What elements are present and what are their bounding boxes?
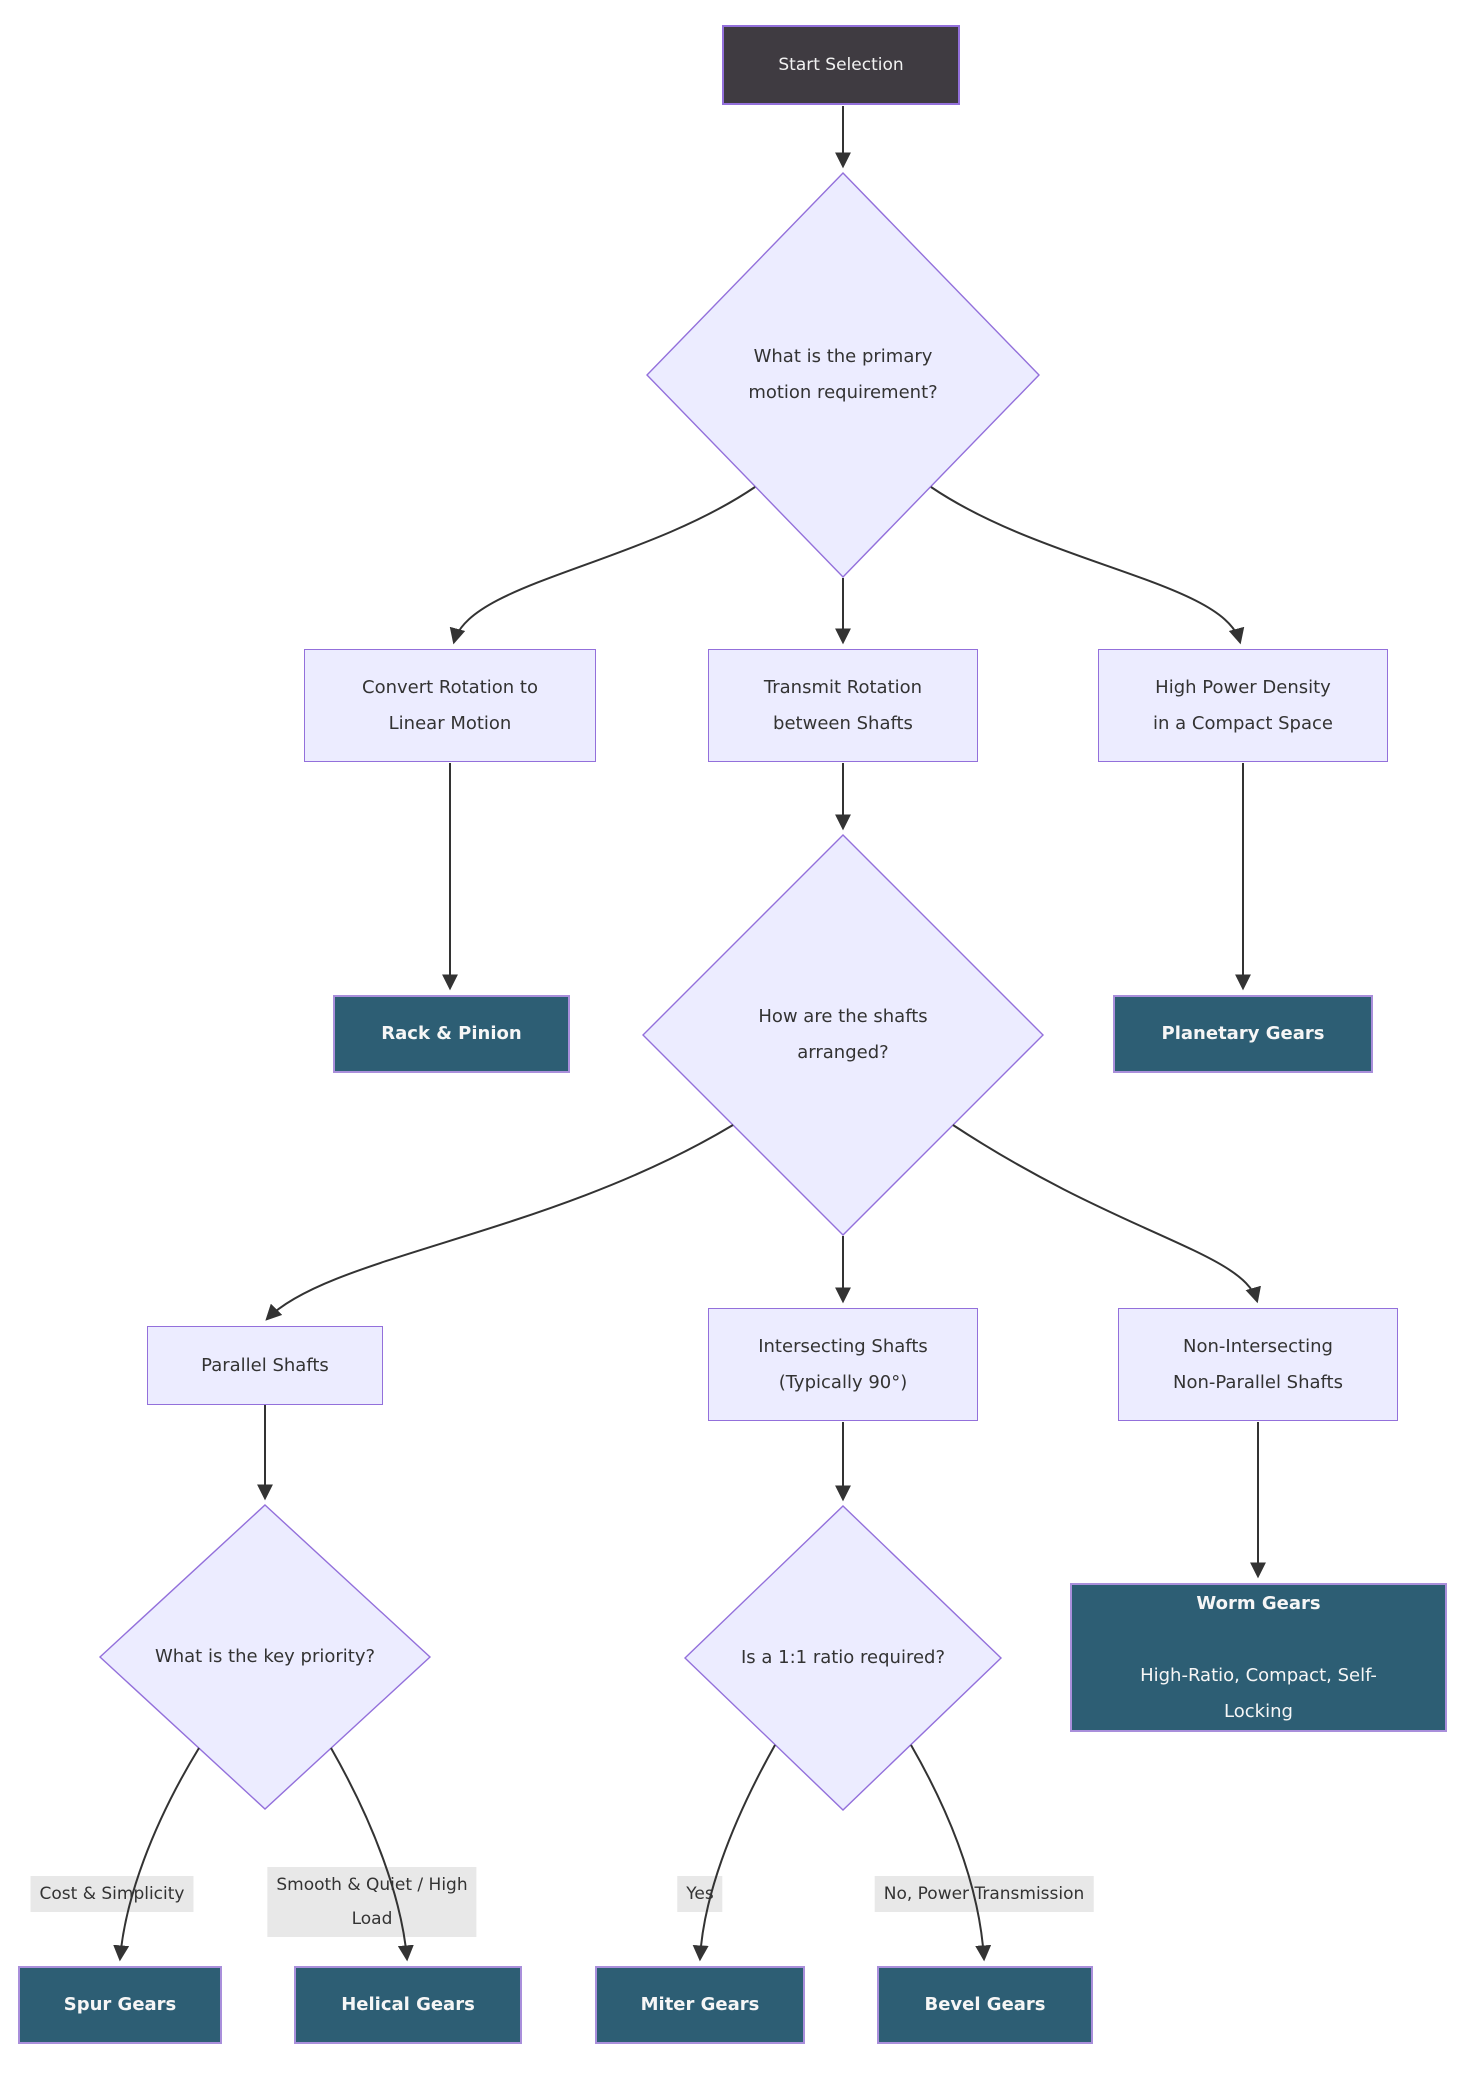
edge-q-shafts-to-parallel — [265, 1124, 734, 1321]
node-parallel-shafts-label: Parallel Shafts — [201, 1354, 329, 1376]
node-parallel-shafts: Parallel Shafts — [147, 1326, 383, 1405]
node-intersecting-shafts: Intersecting Shafts (Typically 90°) — [708, 1308, 978, 1421]
edge-q-ratio-to-bevel — [910, 1744, 992, 1962]
decision-priority-diamond — [98, 1504, 432, 1810]
node-convert-rotation: Convert Rotation to Linear Motion — [304, 649, 596, 762]
node-rack-pinion: Rack & Pinion — [333, 995, 570, 1073]
node-worm-gears-subtitle: High-Ratio, Compact, Self- Locking — [1140, 1664, 1377, 1722]
edge-q-ratio-to-miter — [692, 1744, 776, 1962]
decision-shafts-label-box: How are the shafts arranged? — [703, 975, 983, 1095]
edge-label-no-power: No, Power Transmission — [874, 1876, 1094, 1912]
node-rack-pinion-label: Rack & Pinion — [381, 1023, 522, 1044]
decision-ratio-label-box: Is a 1:1 ratio required? — [693, 1628, 993, 1688]
node-miter-gears-label: Miter Gears — [640, 1994, 760, 2015]
edge-q-priority-to-spur — [113, 1747, 200, 1962]
node-high-power-density-label: High Power Density in a Compact Space — [1153, 676, 1333, 734]
node-bevel-gears: Bevel Gears — [877, 1966, 1093, 2044]
edge-label-yes: Yes — [677, 1876, 723, 1912]
node-convert-rotation-label: Convert Rotation to Linear Motion — [362, 676, 538, 734]
node-spur-gears-label: Spur Gears — [63, 1994, 177, 2015]
edge-label-smooth-quiet: Smooth & Quiet / High Load — [267, 1867, 477, 1937]
node-worm-gears-title: Worm Gears — [1196, 1592, 1321, 1614]
decision-motion-label: What is the primary motion requirement? — [748, 346, 938, 403]
decision-shafts-diamond — [642, 834, 1044, 1236]
decision-motion-diamond — [646, 171, 1040, 579]
node-non-intersecting-shafts: Non-Intersecting Non-Parallel Shafts — [1118, 1308, 1398, 1421]
node-miter-gears: Miter Gears — [595, 1966, 805, 2044]
decision-motion-label-box: What is the primary motion requirement? — [703, 315, 983, 435]
node-worm-gears: Worm Gears High-Ratio, Compact, Self- Lo… — [1070, 1583, 1447, 1732]
node-bevel-gears-label: Bevel Gears — [924, 1994, 1046, 2015]
node-intersecting-shafts-label: Intersecting Shafts (Typically 90°) — [758, 1335, 928, 1393]
node-helical-gears: Helical Gears — [294, 1966, 522, 2044]
decision-ratio-diamond — [683, 1505, 1003, 1811]
node-planetary-gears: Planetary Gears — [1113, 995, 1373, 1073]
decision-priority-label-box: What is the key priority? — [115, 1627, 415, 1687]
node-transmit-rotation-label: Transmit Rotation between Shafts — [763, 676, 923, 734]
edge-q-shafts-to-non-intersecting — [952, 1124, 1261, 1304]
node-start-selection-label: Start Selection — [778, 55, 904, 75]
node-high-power-density: High Power Density in a Compact Space — [1098, 649, 1388, 762]
node-transmit-rotation: Transmit Rotation between Shafts — [708, 649, 978, 762]
decision-shafts-label: How are the shafts arranged? — [758, 1006, 928, 1063]
decision-priority-label: What is the key priority? — [154, 1646, 376, 1667]
node-start-selection: Start Selection — [722, 25, 960, 105]
node-helical-gears-label: Helical Gears — [341, 1994, 475, 2015]
node-planetary-gears-label: Planetary Gears — [1161, 1023, 1325, 1044]
edge-q-motion-to-density — [930, 486, 1245, 645]
decision-ratio-label: Is a 1:1 ratio required? — [740, 1647, 946, 1668]
edge-label-cost-simplicity: Cost & Simplicity — [30, 1876, 194, 1912]
node-spur-gears: Spur Gears — [18, 1966, 222, 2044]
edge-q-motion-to-convert — [449, 486, 756, 645]
node-non-intersecting-shafts-label: Non-Intersecting Non-Parallel Shafts — [1172, 1335, 1343, 1393]
